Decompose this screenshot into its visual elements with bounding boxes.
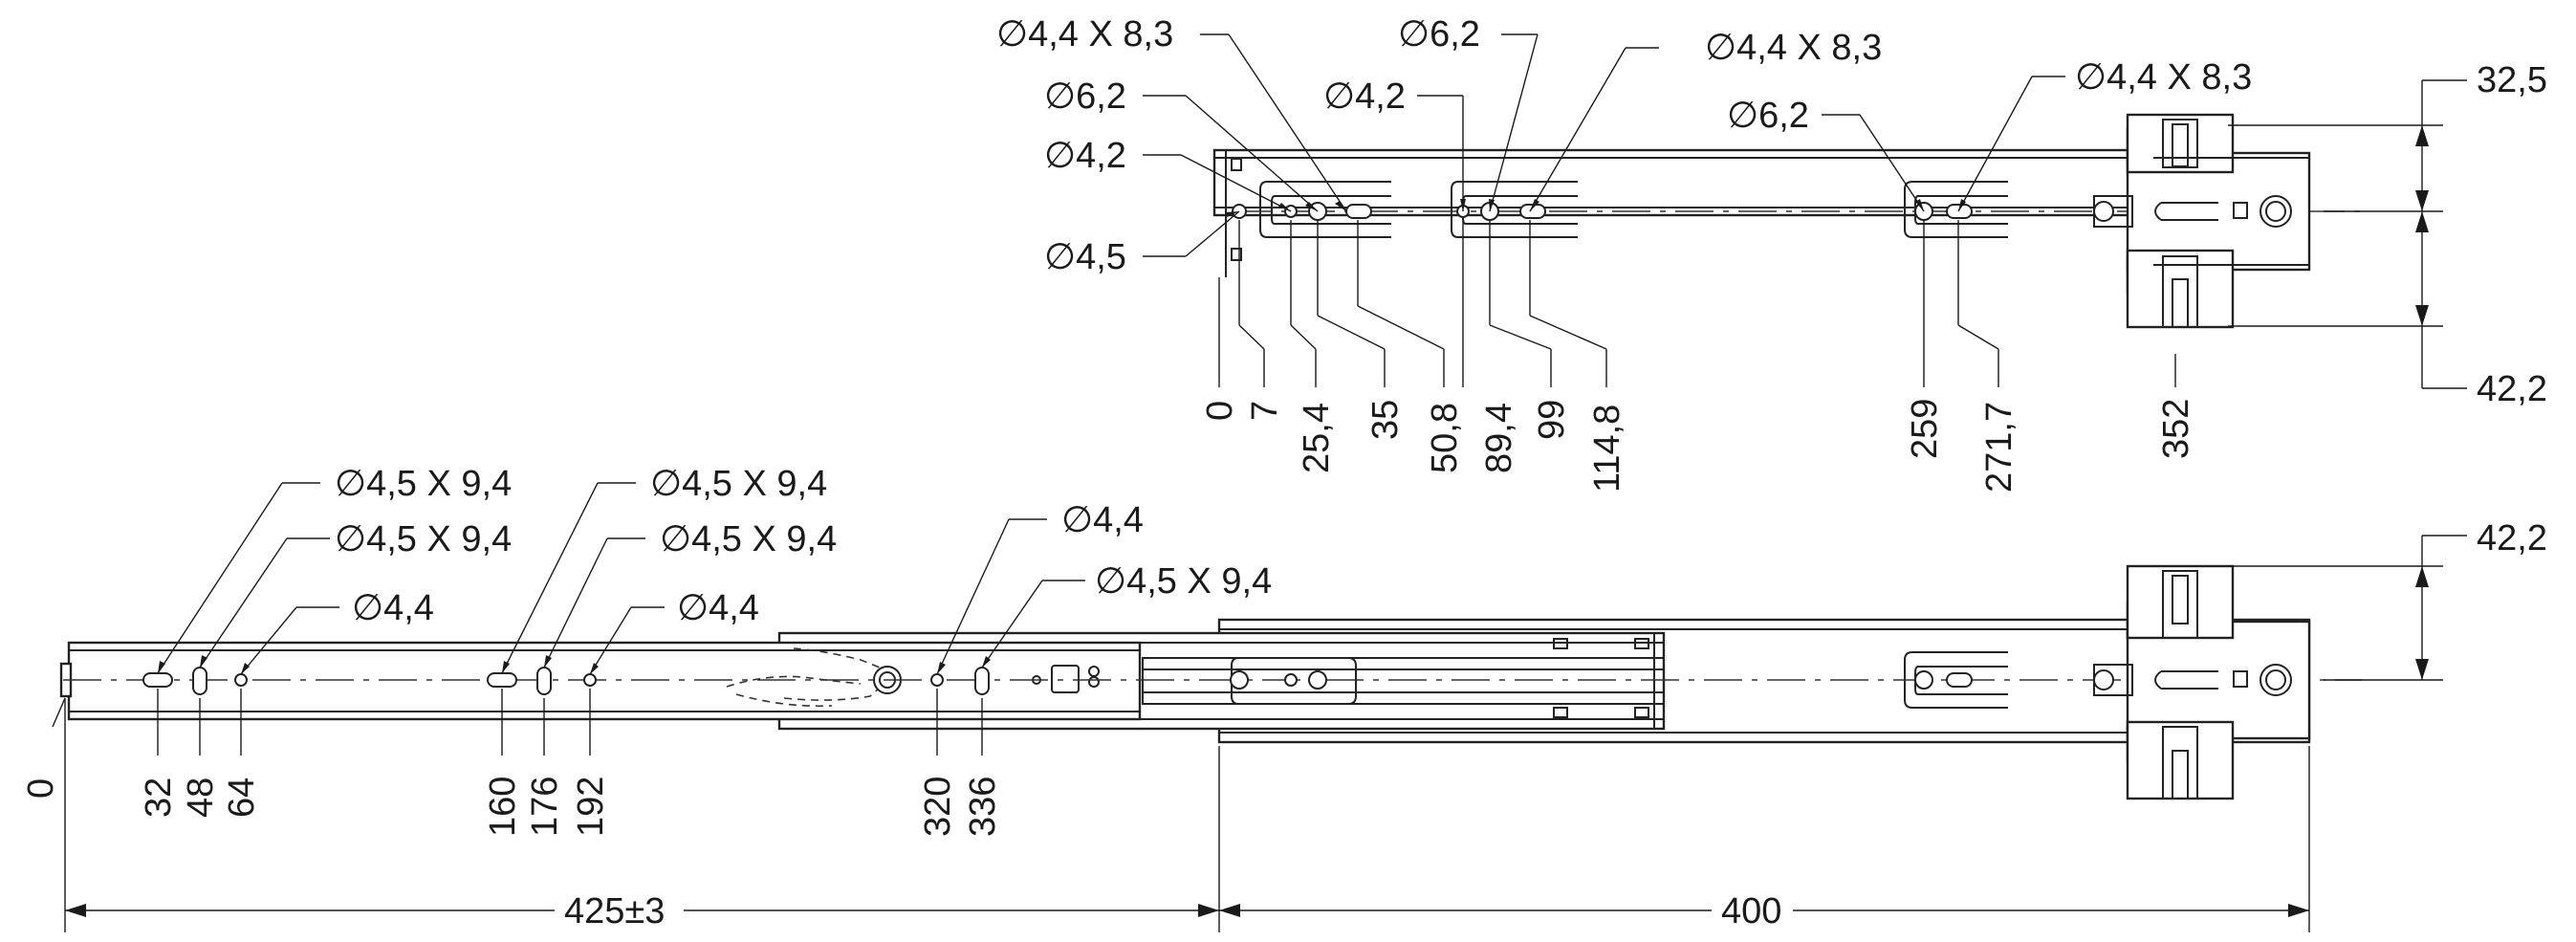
bottom-hole-320 — [930, 673, 944, 687]
bottom-callout-3: ∅4,4 — [352, 588, 434, 628]
top-pos-50-8: 50,8 — [1425, 403, 1465, 473]
top-callout-3: ∅4,2 — [1044, 136, 1126, 176]
bottom-callout-8: ∅4,5 X 9,4 — [1095, 561, 1272, 602]
top-pos-0: 0 — [1200, 401, 1240, 421]
top-pos-259: 259 — [1905, 399, 1945, 459]
top-cutout-1 — [1259, 181, 1391, 238]
bottom-pos-192: 192 — [571, 777, 611, 837]
top-pos-99: 99 — [1532, 400, 1572, 440]
top-slot-50 — [1345, 204, 1372, 219]
top-callout-6: ∅6,2 — [1398, 14, 1480, 55]
bottom-callout-4: ∅4,5 X 9,4 — [650, 464, 827, 504]
top-slot-271 — [1946, 204, 1973, 219]
bottom-slot-176 — [536, 667, 552, 695]
bottom-slot-336 — [974, 667, 990, 695]
bottom-pos-160: 160 — [483, 777, 523, 837]
top-callout-2: ∅6,2 — [1044, 77, 1126, 117]
bottom-pos-320: 320 — [918, 777, 958, 837]
top-pos-271-7: 271,7 — [1979, 402, 2019, 493]
top-callout-4: ∅4,5 — [1044, 237, 1126, 277]
bottom-pos-336: 336 — [963, 777, 1003, 837]
bottom-view: 42,2 ∅4,5 X 9,4 ∅4,5 X 9,4 ∅4,4 ∅4,5 X 9… — [21, 464, 2547, 932]
top-cutout-3 — [1904, 181, 2008, 238]
bottom-callout-2: ∅4,5 X 9,4 — [335, 519, 512, 559]
bottom-hole-192 — [583, 673, 597, 687]
top-pos-114-8: 114,8 — [1587, 405, 1627, 493]
top-pos-25-4: 25,4 — [1297, 403, 1337, 473]
bottom-pos-176: 176 — [525, 777, 565, 837]
bottom-pos-48: 48 — [181, 778, 221, 818]
top-callout-9: ∅4,4 X 8,3 — [2075, 57, 2252, 98]
bottom-slot-160 — [487, 672, 517, 688]
top-cutout-2 — [1451, 181, 1578, 238]
top-pos-35: 35 — [1365, 400, 1406, 440]
bottom-hole-64 — [234, 673, 248, 687]
top-pos-7: 7 — [1245, 401, 1285, 421]
bottom-pos-64: 64 — [222, 778, 262, 818]
bottom-callout-7: ∅4,4 — [1061, 500, 1144, 540]
top-pos-89-4: 89,4 — [1479, 403, 1519, 473]
top-callout-5: ∅4,2 — [1323, 77, 1406, 117]
top-rear-bracket — [2093, 113, 2311, 329]
bottom-height-dim-42-2: 42,2 — [2477, 518, 2547, 559]
bottom-callout-6: ∅4,4 — [677, 588, 759, 628]
top-pos-352: 352 — [2156, 399, 2196, 459]
top-height-dim-32-5: 32,5 — [2477, 60, 2547, 100]
top-callout-7: ∅4,4 X 8,3 — [1705, 28, 1882, 68]
bottom-pos-0: 0 — [21, 778, 61, 799]
top-callout-8: ∅6,2 — [1727, 96, 1809, 136]
top-callout-1: ∅4,4 X 8,3 — [996, 14, 1173, 55]
bottom-length-dim-425: 425±3 — [564, 891, 665, 931]
bottom-callout-5: ∅4,5 X 9,4 — [660, 519, 837, 559]
bottom-slot-32 — [142, 672, 173, 688]
bottom-length-dim-400: 400 — [1721, 891, 1781, 931]
top-view: 32,5 42,2 ∅4,4 X 8,3 ∅6,2 ∅4,2 ∅4,5 ∅4,2… — [996, 14, 2547, 493]
top-height-dim-42-2: 42,2 — [2477, 369, 2547, 409]
bottom-callout-1: ∅4,5 X 9,4 — [335, 464, 512, 504]
bottom-pos-32: 32 — [139, 778, 179, 818]
bottom-cutout-1 — [1231, 657, 1357, 705]
bottom-rear-bracket — [2093, 564, 2311, 800]
bottom-slot-48 — [192, 667, 207, 695]
